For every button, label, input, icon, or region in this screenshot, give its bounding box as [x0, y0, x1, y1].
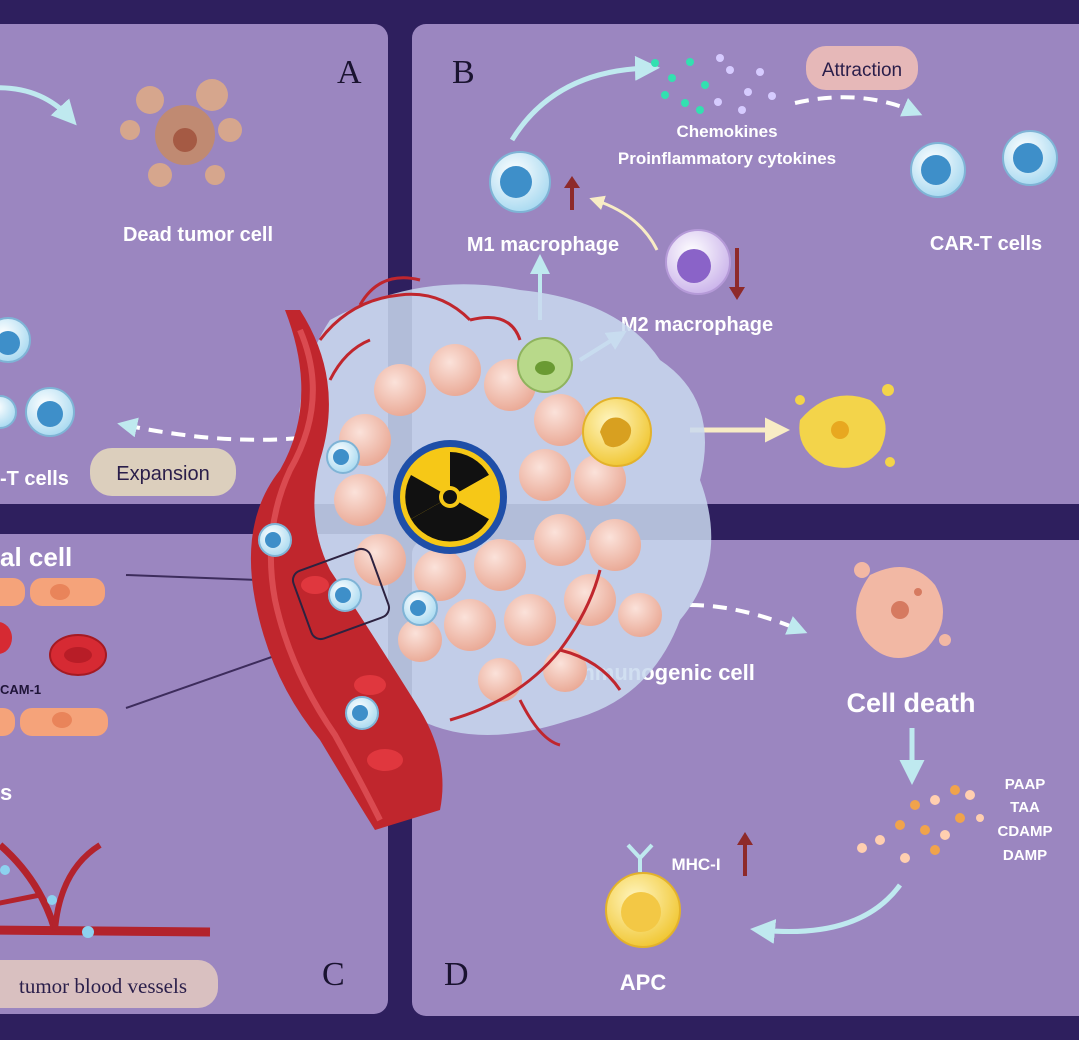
dashed-arrow-icon: [689, 603, 808, 635]
label-taa: TAA: [1010, 799, 1040, 816]
label-expansion: Expansion: [116, 463, 209, 485]
panel-letter-c: C: [322, 956, 345, 993]
apc-cell-icon: [605, 843, 681, 948]
attraction-badge: [806, 46, 918, 90]
label-cell-death: Cell death: [846, 688, 975, 718]
arrow-icon: [509, 55, 660, 142]
label-damp: DAMP: [1003, 847, 1047, 864]
dying-cell-icon: [854, 562, 951, 658]
label-cdamp: CDAMP: [998, 823, 1053, 840]
up-arrow-head-icon: [564, 176, 580, 188]
panel-letter-d: D: [444, 956, 469, 993]
zoom-box: [291, 547, 391, 641]
yellow-debris-icon: [795, 384, 895, 468]
label-car-t-cells-a: -T cells: [0, 468, 69, 490]
label-s: s: [0, 780, 12, 805]
chemokine-dots-icon: [651, 54, 776, 114]
label-dead-tumor-cell: Dead tumor cell: [123, 224, 273, 246]
label-chemokines: Chemokines: [676, 122, 777, 141]
blood-vessel-icon: [250, 310, 443, 830]
vessel-branches-icon: [318, 276, 622, 747]
expansion-badge: [90, 448, 236, 496]
label-attraction: Attraction: [822, 60, 902, 81]
tumor-cells-icon: [334, 344, 662, 702]
arrow-icon: [589, 195, 659, 251]
panel-a: [0, 24, 388, 504]
panel-letter-b: B: [452, 54, 475, 91]
m2-macrophage-icon: [665, 229, 731, 295]
label-car-t-cells-b: CAR-T cells: [930, 233, 1042, 255]
endothelial-cells-icon: [0, 578, 108, 736]
label-apc: APC: [620, 970, 667, 995]
t-cells-in-vessel-icon: [258, 440, 438, 730]
radiation-icon: [393, 440, 507, 554]
antigen-dots-icon: [857, 785, 984, 863]
panel-letter-a: A: [337, 54, 362, 91]
down-arrow-head-icon: [729, 287, 745, 300]
car-t-cell-icon: [910, 130, 1058, 198]
label-mhc-i: MHC-I: [671, 855, 720, 874]
m1-macrophage-icon: [489, 151, 551, 213]
arrow-icon: [750, 883, 903, 944]
label-proinflammatory-cytokines: Proinflammatory cytokines: [618, 149, 836, 168]
vessels-badge: [0, 960, 218, 1008]
label-m1-macrophage: M1 macrophage: [467, 234, 619, 256]
label-endothelial-cell: al cell: [0, 542, 72, 572]
blood-vessel-network-icon: [0, 842, 211, 938]
label-tumor-blood-vessels: tumor blood vessels: [19, 974, 187, 998]
label-m2-macrophage: M2 macrophage: [621, 314, 773, 336]
label-paap: PAAP: [1005, 776, 1046, 793]
tam-cell-icon: [517, 337, 573, 393]
up-arrow-head-icon: [737, 832, 753, 845]
arrow-icon: [0, 85, 77, 126]
mdsc-cell-icon: [582, 397, 652, 467]
label-icam: CAM-1: [0, 682, 41, 697]
dead-tumor-cell-icon: [120, 79, 242, 187]
car-t-cell-icon: [0, 317, 75, 437]
